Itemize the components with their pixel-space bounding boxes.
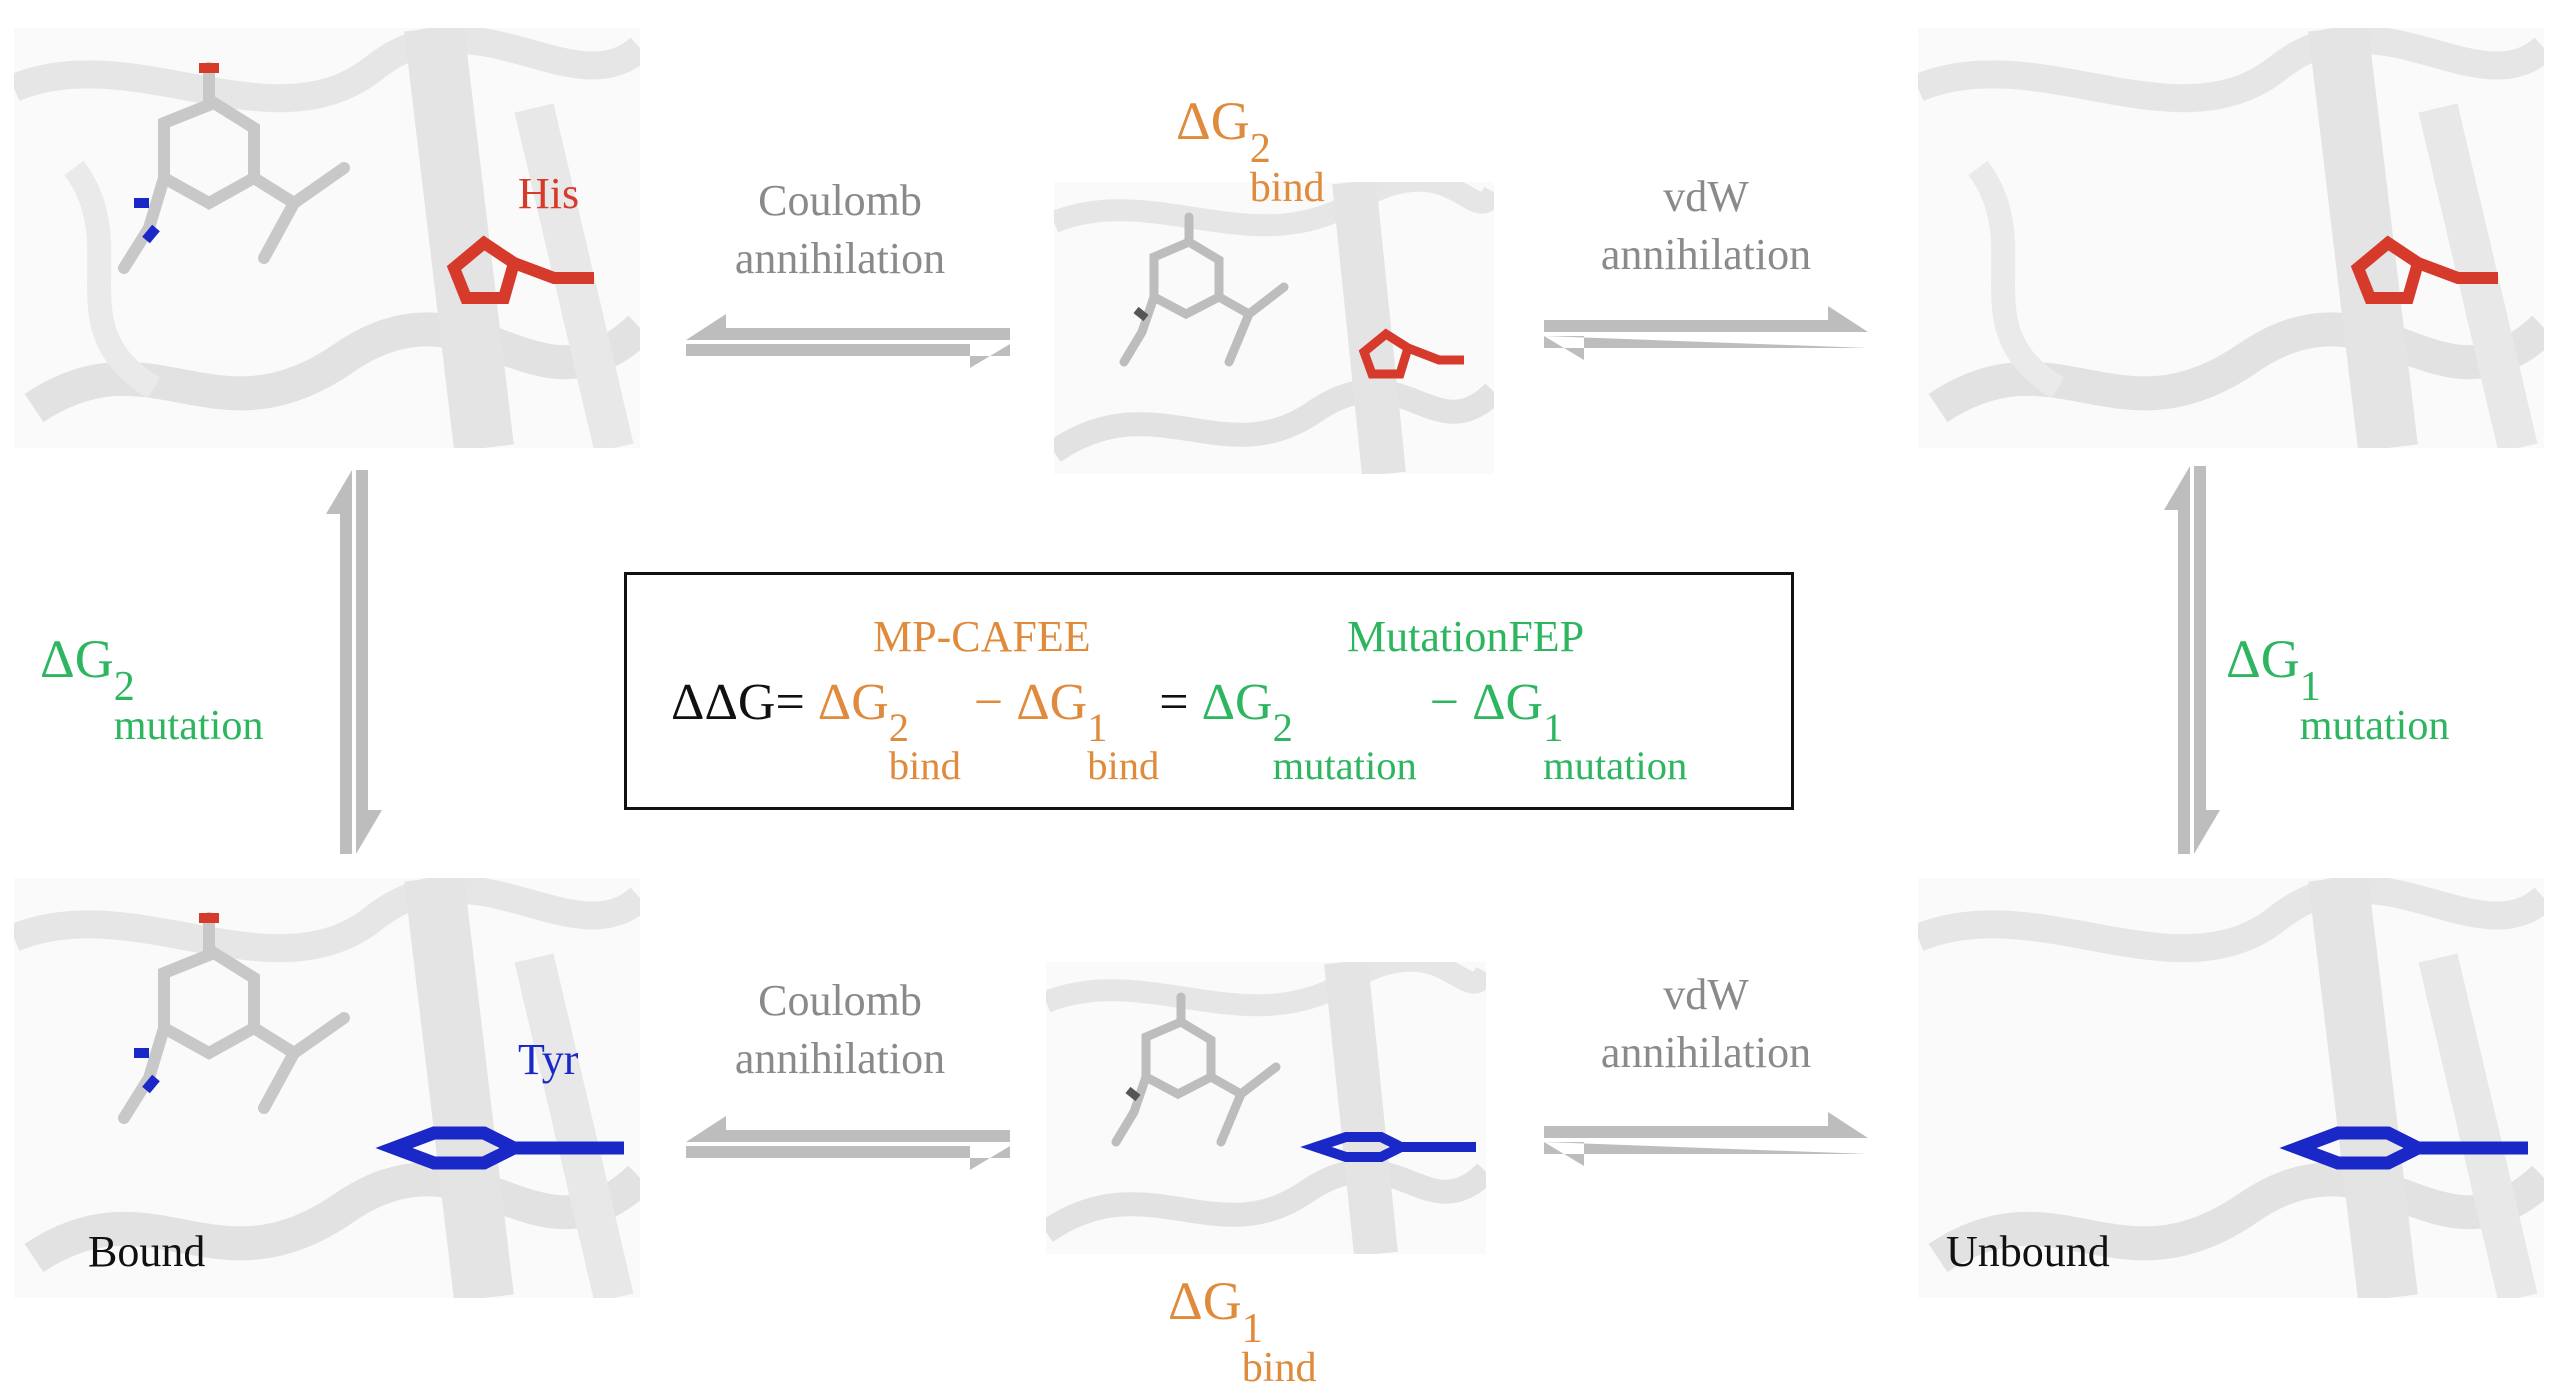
histidine-residue-icon: [446, 235, 594, 304]
panel-bound-tyr: [14, 878, 640, 1298]
panel-intermediate-his: [1054, 182, 1494, 474]
protein-structure-image: [1046, 962, 1486, 1254]
equilibrium-arrow-right-vertical: [2164, 466, 2220, 854]
method-label-mutationfep: MutationFEP: [1347, 612, 1585, 661]
residue-label-his: His: [518, 169, 580, 218]
state-label-bound: Bound: [88, 1227, 206, 1276]
ligand-icon: [118, 62, 350, 274]
protein-structure-image: [1918, 878, 2544, 1298]
equilibrium-arrow-bottom-right: [1544, 1112, 1868, 1166]
equilibrium-arrow-top-right: [1544, 306, 1868, 360]
equilibrium-arrow-left-vertical: [326, 470, 382, 854]
tyrosine-residue-icon: [2279, 1126, 2528, 1170]
equilibrium-arrow-top-left: [686, 314, 1010, 368]
method-label-mp-cafee: MP-CAFEE: [873, 612, 1091, 661]
protein-structure-image: [14, 28, 640, 448]
residue-label-tyr: Tyr: [518, 1035, 579, 1084]
panel-unbound-his: [1918, 28, 2544, 448]
tyrosine-residue-icon: [375, 1126, 624, 1170]
histidine-residue-icon: [2350, 235, 2498, 304]
panel-unbound-tyr: [1918, 878, 2544, 1298]
panel-intermediate-tyr: [1046, 962, 1486, 1254]
panel-bound-his: [14, 28, 640, 448]
equilibrium-arrow-bottom-left: [686, 1116, 1010, 1170]
ligand-icon: [118, 912, 350, 1124]
protein-structure-image: [1054, 182, 1494, 474]
protein-structure-image: [14, 878, 640, 1298]
protein-structure-image: [1918, 28, 2544, 448]
tyrosine-residue-icon: [1300, 1132, 1476, 1162]
state-label-unbound: Unbound: [1946, 1227, 2110, 1276]
histidine-residue-icon: [1358, 328, 1464, 379]
